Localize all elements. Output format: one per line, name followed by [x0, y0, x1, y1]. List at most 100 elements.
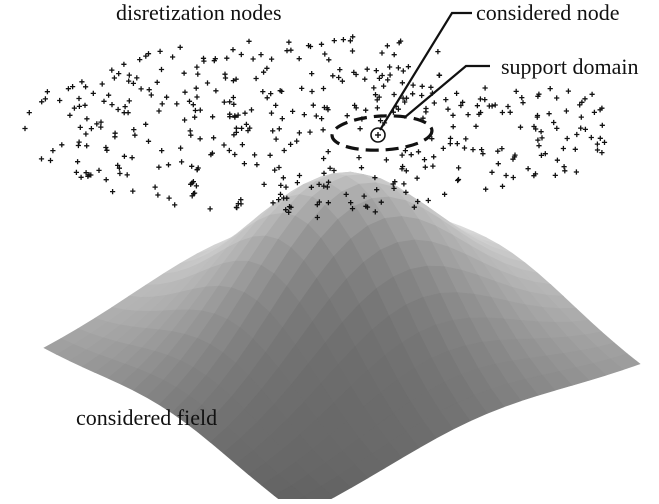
plus-marker-icon — [400, 95, 406, 101]
plus-marker-icon — [309, 71, 315, 77]
plus-marker-icon — [399, 80, 405, 86]
plus-marker-icon — [499, 146, 505, 152]
plus-marker-icon — [513, 88, 519, 94]
plus-marker-icon — [159, 148, 165, 154]
plus-marker-icon — [299, 85, 305, 91]
plus-marker-icon — [331, 167, 337, 174]
plus-marker-icon — [539, 135, 545, 141]
plus-marker-icon — [124, 172, 130, 178]
plus-marker-icon — [403, 189, 409, 195]
plus-marker-icon — [483, 186, 489, 192]
plus-marker-icon — [82, 102, 88, 108]
plus-marker-icon — [71, 105, 77, 111]
plus-marker-icon — [372, 209, 378, 215]
plus-marker-icon — [423, 109, 429, 115]
plus-marker-icon — [542, 151, 548, 157]
plus-marker-icon — [324, 184, 330, 190]
plus-marker-icon — [193, 85, 199, 91]
plus-marker-icon — [316, 181, 322, 187]
plus-marker-icon — [455, 177, 461, 184]
plus-marker-icon — [283, 184, 289, 190]
plus-marker-icon — [574, 131, 580, 138]
plus-marker-icon — [594, 147, 601, 153]
plus-marker-icon — [143, 121, 149, 127]
plus-marker-icon — [261, 181, 267, 187]
plus-marker-icon — [363, 203, 369, 209]
plus-marker-icon — [189, 163, 195, 169]
plus-marker-icon — [38, 156, 45, 162]
plus-marker-icon — [510, 174, 516, 181]
plus-marker-icon — [479, 147, 485, 153]
plus-marker-icon — [208, 152, 214, 158]
plus-marker-icon — [194, 94, 200, 100]
plus-marker-icon — [234, 205, 240, 211]
plus-marker-icon — [377, 118, 384, 124]
plus-marker-icon — [174, 101, 180, 107]
plus-marker-icon — [283, 207, 289, 213]
plus-marker-icon — [281, 147, 287, 154]
plus-marker-icon — [284, 48, 290, 54]
plus-marker-icon — [461, 145, 468, 151]
plus-marker-icon — [419, 92, 425, 99]
plus-marker-icon — [321, 104, 327, 111]
plus-marker-icon — [22, 125, 28, 132]
plus-marker-icon — [221, 142, 227, 148]
plus-marker-icon — [347, 38, 353, 44]
plus-marker-icon — [551, 119, 557, 126]
plus-marker-icon — [564, 135, 570, 142]
plus-marker-icon — [137, 57, 143, 63]
plus-marker-icon — [455, 176, 462, 183]
plus-marker-icon — [132, 132, 138, 138]
label-considered-field: considered field — [76, 405, 217, 430]
plus-marker-icon — [103, 177, 109, 183]
plus-marker-icon — [277, 88, 283, 94]
plus-marker-icon — [591, 109, 597, 115]
plus-marker-icon — [410, 82, 416, 88]
plus-marker-icon — [458, 102, 464, 109]
plus-marker-icon — [129, 155, 135, 161]
plus-marker-icon — [391, 52, 397, 58]
plus-marker-icon — [197, 107, 203, 113]
plus-marker-icon — [582, 96, 588, 102]
plus-marker-icon — [308, 184, 314, 190]
plus-marker-icon — [552, 172, 558, 178]
plus-marker-icon — [143, 53, 149, 59]
plus-marker-icon — [84, 116, 90, 122]
plus-marker-icon — [130, 80, 136, 86]
plus-marker-icon — [314, 202, 320, 208]
plus-marker-icon — [364, 66, 370, 72]
plus-marker-icon — [547, 86, 553, 92]
plus-marker-icon — [157, 48, 163, 54]
plus-marker-icon — [280, 175, 286, 181]
plus-marker-icon — [411, 204, 417, 210]
plus-marker-icon — [103, 144, 109, 151]
plus-marker-icon — [98, 124, 104, 130]
plus-marker-icon — [395, 106, 401, 112]
plus-marker-icon — [536, 91, 542, 97]
plus-marker-icon — [363, 107, 369, 113]
plus-marker-icon — [230, 94, 236, 101]
plus-marker-icon — [268, 110, 275, 116]
plus-marker-icon — [435, 49, 441, 55]
plus-marker-icon — [121, 110, 127, 116]
plus-marker-icon — [517, 124, 524, 130]
plus-marker-icon — [243, 121, 249, 127]
plus-marker-icon — [116, 165, 122, 171]
plus-marker-icon — [233, 129, 239, 135]
plus-marker-icon — [239, 125, 245, 131]
plus-marker-icon — [261, 69, 267, 75]
plus-marker-icon — [578, 125, 584, 131]
plus-marker-icon — [456, 165, 462, 171]
plus-marker-icon — [94, 121, 100, 127]
plus-marker-icon — [560, 145, 566, 152]
plus-marker-icon — [254, 162, 260, 168]
plus-marker-icon — [321, 170, 327, 176]
plus-marker-icon — [301, 112, 307, 118]
plus-marker-icon — [450, 124, 456, 130]
plus-marker-icon — [410, 91, 416, 97]
plus-marker-icon — [505, 103, 511, 110]
plus-marker-icon — [336, 74, 342, 81]
plus-marker-icon — [86, 172, 92, 178]
plus-marker-icon — [276, 126, 282, 132]
